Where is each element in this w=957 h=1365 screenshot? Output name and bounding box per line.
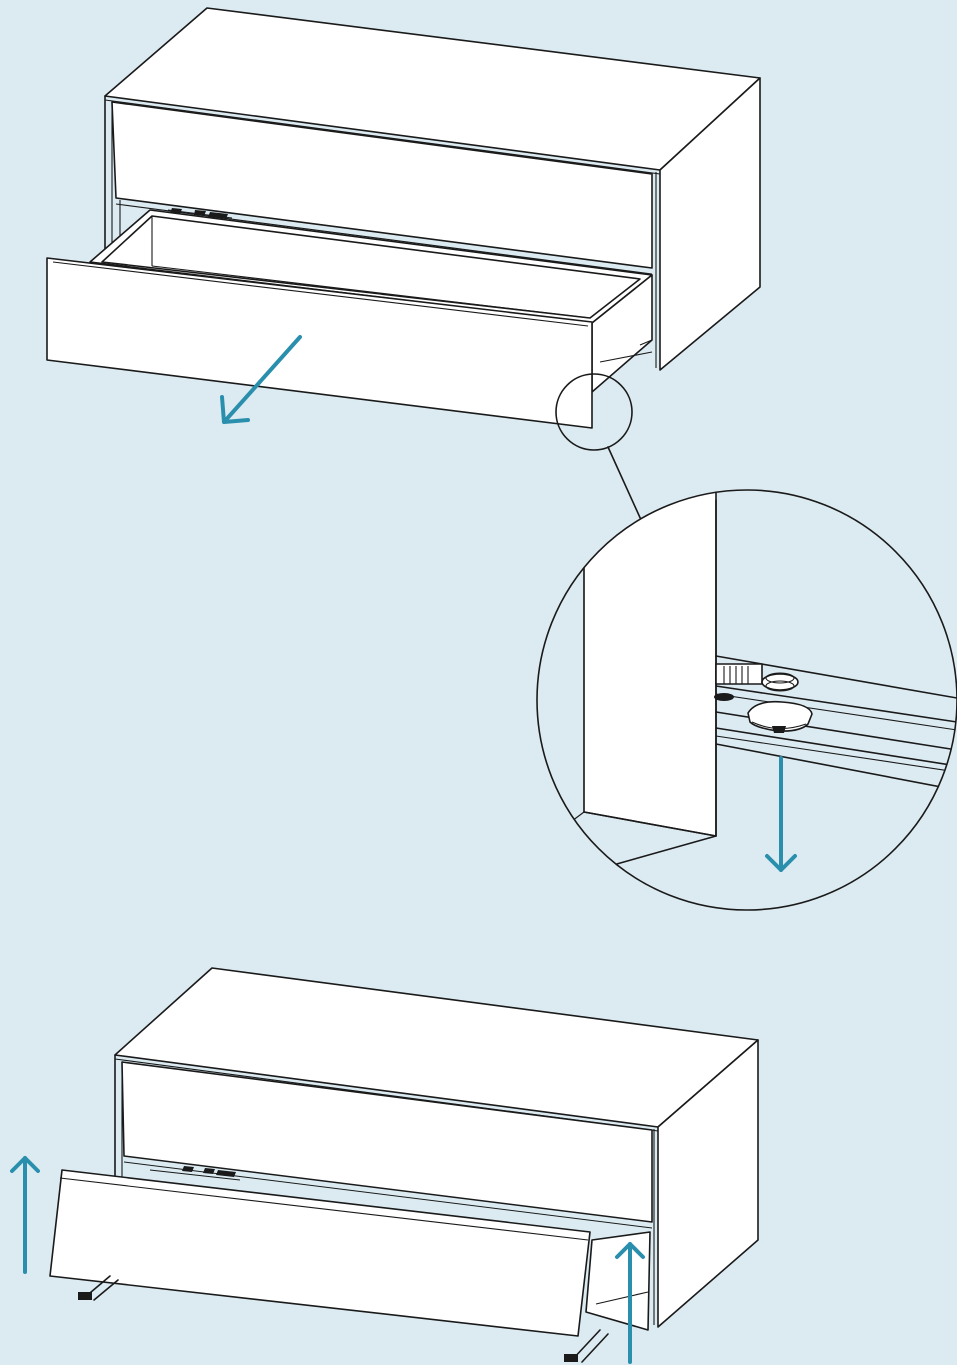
drawer-front-panel [46,257,593,429]
drawer-bottom-side [585,1231,651,1331]
cabinet-upper-front [111,101,653,269]
detail-callout [555,373,643,523]
detail-zoom-view [536,489,957,911]
runner-rail-right [564,1329,609,1363]
cabinet-top [46,7,761,429]
drawer-lifted [49,1169,651,1363]
runner-rail-left [78,1275,119,1301]
arrow-up-icon-right [615,1242,645,1364]
arrow-down-icon [765,756,797,872]
drawer-side-board [583,490,717,837]
arrow-down-left-icon [220,335,302,424]
detail-circle-border [536,489,957,911]
arrow-up-icon [10,1156,40,1274]
magnifier-small-circle [555,373,633,451]
drawer-bottom-front-panel [49,1169,591,1337]
cabinet-side-panel [659,77,761,371]
cabinet-bottom-side-panel [657,1039,759,1328]
cabinet-bottom [49,967,759,1363]
cabinet-bottom-upper-front [121,1061,653,1223]
runner-mechanism-bottom [149,1166,241,1181]
drawer-pulled-out [46,209,653,429]
callout-connector [607,446,643,523]
runner-gear [714,663,799,701]
release-lever [747,700,813,733]
